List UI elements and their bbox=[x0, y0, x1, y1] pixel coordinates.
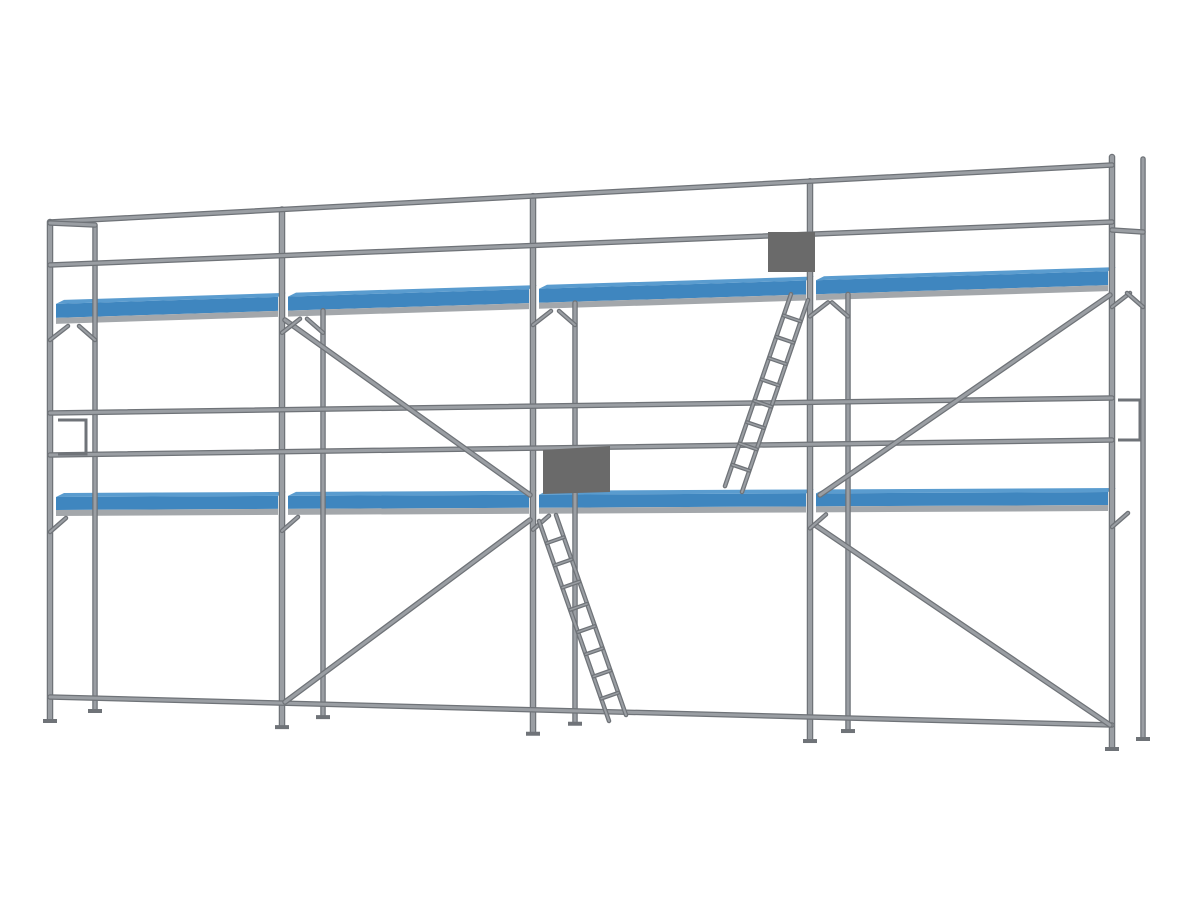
top-deck bbox=[288, 289, 529, 311]
corner-brace bbox=[1126, 292, 1144, 308]
corner-brace bbox=[558, 309, 576, 326]
lower-ladder-rung bbox=[600, 692, 619, 700]
hatch-box-middle bbox=[543, 446, 610, 494]
lower-ladder-rung bbox=[577, 625, 596, 633]
top-deck bbox=[539, 280, 806, 303]
corner-brace bbox=[281, 317, 301, 334]
ground-ledger bbox=[48, 695, 1114, 727]
corner-brace bbox=[1111, 512, 1129, 528]
top-deck-edge bbox=[816, 285, 1108, 301]
middle-deck bbox=[56, 495, 278, 510]
corner-brace bbox=[49, 517, 67, 533]
base-plate bbox=[803, 739, 817, 744]
top-deck-surface bbox=[56, 292, 286, 304]
lower-ladder-rail bbox=[555, 514, 627, 716]
upper-ladder-rung bbox=[731, 464, 751, 472]
lower-ladder-rung bbox=[546, 536, 565, 544]
upper-ladder-rung bbox=[746, 421, 765, 429]
end-rail bbox=[1110, 228, 1145, 234]
diagonal-brace bbox=[813, 523, 1112, 727]
base-plate bbox=[1105, 747, 1119, 751]
top-deck-edge bbox=[288, 303, 529, 317]
base-plate bbox=[568, 721, 582, 726]
lower-ladder-rung bbox=[553, 558, 573, 567]
base-plate bbox=[526, 731, 540, 736]
base-plate bbox=[88, 709, 102, 713]
lower-ladder-rung bbox=[584, 647, 604, 656]
middle-deck-surface bbox=[288, 490, 537, 496]
middle-deck-surface bbox=[816, 488, 1116, 494]
upper-ladder-rung bbox=[738, 442, 758, 451]
corner-brace bbox=[532, 309, 552, 326]
base-plate bbox=[841, 729, 855, 734]
end-guard bbox=[58, 418, 88, 456]
corner-brace bbox=[49, 325, 69, 341]
corner-brace bbox=[831, 301, 849, 318]
middle-deck bbox=[816, 492, 1108, 507]
middle-deck bbox=[288, 494, 529, 509]
lower-ladder-rung bbox=[592, 669, 612, 678]
diagonal-brace bbox=[818, 293, 1112, 497]
lower-ladder-rung bbox=[561, 580, 581, 589]
lower-ladder-rung bbox=[569, 603, 588, 611]
top-handrail bbox=[48, 163, 1114, 224]
base-plate bbox=[275, 725, 289, 730]
upper-ladder-rail bbox=[741, 299, 809, 493]
upper-midrail bbox=[48, 438, 1114, 457]
corner-brace bbox=[78, 325, 96, 341]
platform-decks bbox=[56, 267, 1116, 516]
top-deck bbox=[56, 296, 278, 318]
base-plate bbox=[316, 715, 330, 720]
upper-ladder-rung bbox=[775, 336, 795, 344]
hatch-box-top bbox=[768, 232, 815, 272]
corner-brace bbox=[306, 317, 324, 334]
upper-handrail bbox=[48, 396, 1114, 415]
upper-ladder-rung bbox=[782, 314, 802, 323]
top-deck-edge bbox=[539, 294, 806, 309]
upper-ladder-rung bbox=[753, 400, 773, 408]
lower-ladder-rail bbox=[538, 519, 611, 722]
end-guard bbox=[1118, 398, 1142, 442]
top-deck-edge bbox=[56, 310, 278, 324]
diagonal-brace bbox=[283, 318, 532, 497]
diagonal-brace bbox=[283, 518, 532, 704]
upper-ladder-rung bbox=[768, 357, 787, 365]
scaffold-accessories bbox=[543, 232, 815, 494]
upper-ladder-rail bbox=[723, 293, 792, 488]
upper-ladder-rung bbox=[760, 378, 780, 387]
scaffold-tubes bbox=[43, 153, 1150, 751]
top-deck-surface bbox=[288, 285, 537, 297]
corner-brace bbox=[809, 513, 827, 530]
corner-brace bbox=[281, 515, 299, 532]
top-midrail bbox=[48, 220, 1114, 267]
base-plate bbox=[43, 719, 57, 723]
top-deck bbox=[816, 271, 1108, 295]
top-deck-surface bbox=[539, 276, 814, 289]
middle-deck-edge bbox=[539, 506, 806, 514]
middle-deck bbox=[539, 493, 806, 508]
corner-brace bbox=[809, 301, 829, 318]
base-plate bbox=[1136, 737, 1150, 741]
middle-deck-surface bbox=[56, 491, 286, 497]
end-rail bbox=[48, 221, 97, 227]
middle-deck-edge bbox=[56, 508, 278, 516]
middle-deck-edge bbox=[816, 505, 1108, 513]
middle-deck-edge bbox=[288, 507, 529, 515]
top-deck-surface bbox=[816, 267, 1116, 281]
